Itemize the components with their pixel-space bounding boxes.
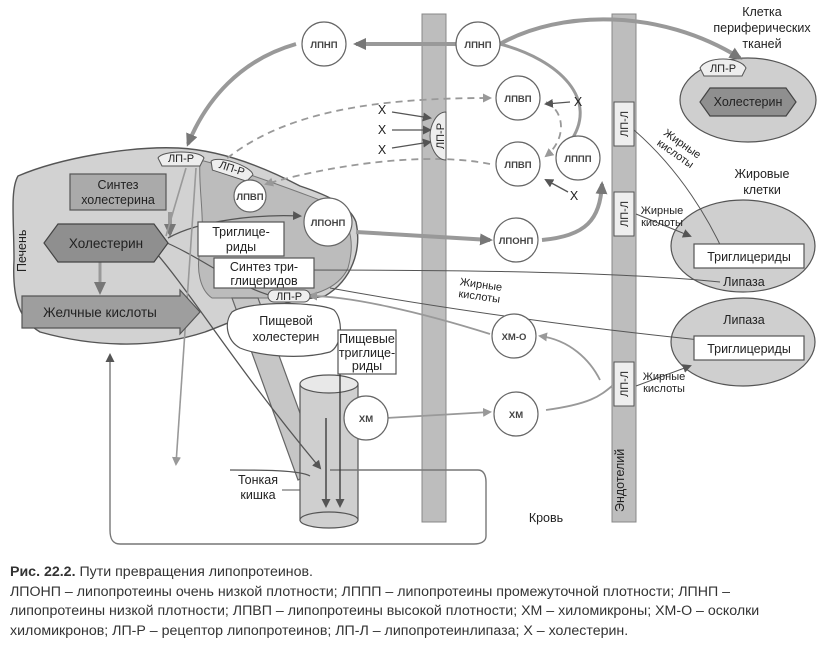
fat-lower-tg-label: Триглицериды	[707, 342, 791, 356]
svg-text:ЛПНП: ЛПНП	[464, 40, 491, 51]
fat-upper-tg-label: Триглицериды	[707, 250, 791, 264]
cholesterol-peripheral-label: Холестерин	[714, 95, 783, 109]
svg-text:ЛПОНП: ЛПОНП	[311, 218, 346, 229]
triglycerides-liver-label-1: Триглице-	[212, 225, 270, 239]
x-mark-4: Х	[574, 95, 583, 109]
cholesterol-peripheral-hexagon	[699, 87, 797, 117]
svg-text:ХМ-О: ХМ-О	[502, 332, 527, 343]
particle-hdl-top: ЛПВП	[495, 75, 541, 121]
svg-text:ЛПНП: ЛПНП	[310, 40, 337, 51]
x-mark-1: Х	[378, 103, 387, 117]
particle-chm-blood: ХМ	[493, 391, 539, 437]
synthesis-tg-label-2: глицеридов	[230, 274, 298, 288]
particle-ldl-top: ЛПНП	[455, 21, 501, 67]
svg-text:ЛП-Р: ЛП-Р	[710, 63, 736, 75]
food-cholesterol-shape	[226, 302, 341, 357]
cholesterol-liver-hexagon	[43, 223, 169, 263]
peripheral-cell-title-2: периферических	[713, 21, 811, 35]
food-tg-label-2: триглице-	[339, 346, 395, 360]
endothelium-label: Эндотелий	[613, 449, 627, 512]
particle-vldl-liver: ЛПОНП	[303, 197, 353, 247]
fat-upper-lipase-label: Липаза	[723, 275, 764, 289]
figure-title: Пути превращения липопротеинов.	[79, 564, 313, 580]
food-tg-box	[337, 329, 397, 375]
svg-text:ХМ: ХМ	[509, 410, 523, 421]
intestine-label-1: Тонкая	[238, 473, 278, 487]
svg-text:кислоты: кислоты	[641, 217, 683, 229]
lipoprotein-pathways-diagram: Синтез холестерина Холестерин Желчные ки…	[12, 5, 817, 545]
particle-chm-o: ХМ-О	[491, 313, 537, 359]
fatty-acids-label-1: Жирные кислоты	[655, 127, 703, 171]
figure-legend: ЛПОНП – липопротеины очень низкой плотно…	[10, 583, 760, 639]
synthesis-cholesterol-label-1: Синтез	[98, 178, 139, 192]
food-tg-label-3: риды	[352, 359, 382, 373]
blood-label: Кровь	[529, 511, 563, 525]
figure-label: Рис. 22.2.	[10, 564, 76, 580]
lpl-marker-3: ЛП-Л	[613, 361, 635, 407]
svg-text:ЛПОНП: ЛПОНП	[499, 236, 534, 247]
particle-idl: ЛППП	[555, 135, 601, 181]
fatty-acids-label-3: Жирные кислоты	[458, 276, 503, 306]
svg-text:ЛП-Л: ЛП-Л	[619, 371, 631, 397]
svg-text:ЛППП: ЛППП	[564, 154, 591, 165]
fatty-acids-label-2: Жирные кислоты	[641, 205, 684, 229]
fat-upper-tg-box	[693, 243, 805, 269]
particle-ldl-left: ЛПНП	[301, 21, 347, 67]
intestine-label-2: кишка	[240, 488, 275, 502]
fat-lower-tg-box	[693, 335, 805, 361]
peripheral-cell-title-1: Клетка	[742, 5, 782, 19]
food-tg-label-1: Пищевые	[339, 332, 395, 346]
svg-text:ХМ: ХМ	[359, 414, 373, 425]
fat-cells-title-1: Жировые	[734, 167, 789, 181]
svg-text:Жирные: Жирные	[459, 276, 503, 294]
lpl-marker-2: ЛП-Л	[613, 191, 635, 237]
food-cholesterol-label-1: Пищевой	[259, 314, 313, 328]
small-intestine	[299, 374, 359, 529]
svg-text:кислоты: кислоты	[643, 383, 685, 395]
receptor-vessel: ЛП-Р	[429, 111, 447, 161]
bile-acids-arrow-shape	[21, 288, 201, 336]
svg-text:ЛПВП: ЛПВП	[504, 160, 531, 171]
triglycerides-liver-label-2: риды	[226, 240, 256, 254]
vessel-wall-left	[421, 13, 447, 523]
figure-caption: Рис. 22.2. Пути превращения липопротеино…	[10, 563, 818, 641]
svg-text:ЛПВП: ЛПВП	[504, 94, 531, 105]
svg-text:ЛП-Р: ЛП-Р	[435, 123, 447, 149]
synthesis-cholesterol-label-2: холестерина	[81, 193, 155, 207]
food-cholesterol-label-2: холестерин	[253, 330, 320, 344]
bile-acids-label: Желчные кислоты	[43, 305, 157, 320]
svg-text:ЛПВП: ЛПВП	[236, 192, 263, 203]
x-mark-3: Х	[378, 143, 387, 157]
fat-cells-title-2: клетки	[743, 183, 781, 197]
lpl-marker-1: ЛП-Л	[613, 101, 635, 147]
receptor-liver-3: ЛП-Р	[267, 289, 311, 303]
synthesis-cholesterol-box	[69, 173, 167, 211]
x-mark-2: Х	[378, 123, 387, 137]
cholesterol-liver-label: Холестерин	[69, 236, 143, 251]
triglycerides-liver-box	[197, 221, 285, 257]
particle-vldl-blood: ЛПОНП	[493, 217, 539, 263]
liver-label: Печень	[15, 230, 29, 272]
svg-text:Жирные: Жирные	[643, 371, 686, 383]
receptor-peripheral: ЛП-Р	[699, 58, 747, 77]
x-mark-5: Х	[570, 189, 579, 203]
svg-text:ЛП-Р: ЛП-Р	[168, 153, 194, 165]
particle-hdl-mid: ЛПВП	[495, 141, 541, 187]
particle-hdl-liver: ЛПВП	[233, 179, 267, 213]
fatty-acids-label-4: Жирные кислоты	[643, 371, 686, 395]
particle-chm-intestine: ХМ	[343, 395, 389, 441]
svg-text:ЛП-Л: ЛП-Л	[619, 201, 631, 227]
fat-lower-lipase-label: Липаза	[723, 313, 764, 327]
synthesis-tg-box	[213, 257, 315, 289]
synthesis-tg-label-1: Синтез три-	[230, 260, 298, 274]
vessel-wall-right	[611, 13, 637, 523]
peripheral-cell-title-3: тканей	[742, 37, 781, 51]
svg-text:кислоты: кислоты	[458, 288, 501, 306]
svg-text:ЛП-Л: ЛП-Л	[619, 111, 631, 137]
receptor-liver-1: ЛП-Р	[157, 151, 205, 167]
svg-text:ЛП-Р: ЛП-Р	[276, 291, 302, 303]
svg-text:Жирные: Жирные	[641, 205, 684, 217]
